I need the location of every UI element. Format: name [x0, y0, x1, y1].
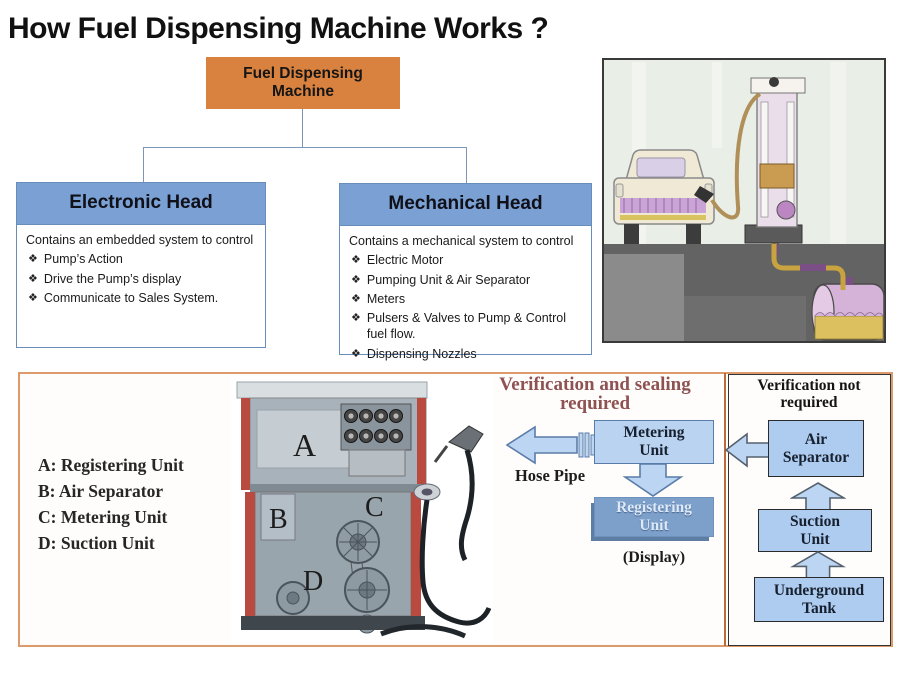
legend-line: C: Metering Unit — [38, 507, 168, 527]
photo-label-c: C — [365, 492, 384, 523]
nozzle — [448, 425, 484, 453]
connector-line — [143, 147, 467, 148]
legend-line: D: Suction Unit — [38, 533, 155, 553]
electronic-head-body: Contains an embedded system to control ❖… — [17, 225, 265, 313]
bullet-text: Drive the Pump’s display — [43, 271, 182, 286]
underground-tank-node: Underground Tank — [754, 577, 884, 622]
mechanical-head-intro: Contains a mechanical system to control — [349, 234, 574, 248]
mechanical-head-body: Contains a mechanical system to control … — [340, 226, 591, 369]
connector-line — [466, 147, 467, 183]
bullet-item: ❖ Electric Motor — [351, 252, 583, 268]
down-arrow-icon — [622, 464, 684, 497]
mechanical-head-box: Mechanical Head Contains a mechanical sy… — [339, 183, 592, 361]
up-arrow-icon — [790, 551, 846, 579]
root-node-fuel-dispensing-machine: Fuel Dispensing Machine — [206, 57, 400, 109]
mechanical-head-bullet-list: ❖ Electric Motor ❖ Pumping Unit & Air Separ… — [349, 252, 583, 362]
electronic-head-intro: Contains an embedded system to control — [26, 233, 254, 247]
bullet-diamond-icon: ❖ — [351, 254, 361, 267]
bullet-item: ❖ Pump’s Action — [28, 251, 257, 267]
connector-line — [143, 147, 144, 182]
up-arrow-icon — [790, 482, 846, 511]
bullet-text: Pumping Unit & Air Separator — [366, 272, 531, 287]
bullet-diamond-icon: ❖ — [351, 312, 361, 324]
page-title: How Fuel Dispensing Machine Works ? — [8, 12, 549, 45]
suction-pulleys — [276, 561, 390, 634]
metering-gear — [336, 520, 380, 564]
legend-line: A: Registering Unit — [38, 455, 184, 475]
air-separator-node: Air Separator — [768, 420, 864, 477]
component-legend: A: Registering Unit B: Air Separator C: Me… — [38, 455, 248, 559]
hose-pipe-arrow-icon — [505, 425, 596, 465]
electronic-head-bullet-list: ❖Pump’s Action❖Drive the Pump’s display❖… — [26, 251, 257, 306]
connector-line — [302, 109, 303, 148]
fuel-station-illustration — [602, 58, 886, 343]
dispenser-cutaway-photo: A B C D — [231, 376, 493, 644]
photo-label-d: D — [303, 566, 323, 597]
bullet-text: Communicate to Sales System. — [43, 290, 219, 305]
bullet-item: ❖ Pumping Unit & Air Separator — [351, 272, 583, 288]
nozzle — [694, 186, 714, 203]
electronic-head-title: Electronic Head — [17, 183, 265, 225]
bullet-text: Pump’s Action — [43, 252, 123, 267]
car — [613, 149, 715, 244]
not-required-heading: Verification not required — [757, 377, 861, 411]
bullet-item: ❖ Drive the Pump’s display — [28, 271, 257, 287]
bullet-diamond-icon: ❖ — [351, 292, 361, 305]
fuel-pump — [744, 77, 806, 244]
counter-wheels — [340, 403, 412, 477]
bullet-item: ❖ Pulsers & Valves to Pump & Control fuel… — [351, 310, 583, 343]
bullet-diamond-icon: ❖ — [351, 347, 361, 360]
left-arrow-icon — [724, 432, 770, 468]
bullet-diamond-icon: ❖ — [28, 272, 38, 285]
suction-unit-node: Suction Unit — [758, 509, 872, 552]
legend-line: B: Air Separator — [38, 481, 164, 501]
bullet-text: Dispensing Nozzles — [366, 346, 477, 361]
bullet-diamond-icon: ❖ — [28, 253, 38, 266]
photo-label-a: A — [293, 427, 316, 463]
display-label: (Display) — [622, 549, 686, 566]
bullet-item: ❖ Communicate to Sales System. — [28, 290, 257, 306]
electronic-head-box: Electronic Head Contains an embedded sys… — [16, 182, 266, 348]
photo-label-b: B — [269, 504, 288, 535]
bullet-diamond-icon: ❖ — [351, 273, 361, 286]
bullet-item: ❖ Dispensing Nozzles — [351, 346, 583, 362]
bullet-text: Pulsers & Valves to Pump & Control fuel … — [366, 311, 567, 342]
bullet-text: Meters — [366, 291, 406, 306]
registering-unit-node: Registering Unit — [594, 497, 714, 537]
underground-tank — [811, 277, 885, 341]
bullet-diamond-icon: ❖ — [28, 291, 38, 304]
mechanical-head-title: Mechanical Head — [340, 184, 591, 226]
pump-hose — [710, 92, 762, 220]
panel-divider — [724, 373, 726, 646]
hose-pipe-label: Hose Pipe — [514, 466, 586, 485]
metering-unit-node: Metering Unit — [594, 420, 714, 464]
bullet-text: Electric Motor — [366, 253, 444, 268]
hose — [458, 449, 475, 562]
bullet-item: ❖ Meters — [351, 291, 583, 307]
sealing-heading: Verification and sealing required — [499, 374, 691, 414]
